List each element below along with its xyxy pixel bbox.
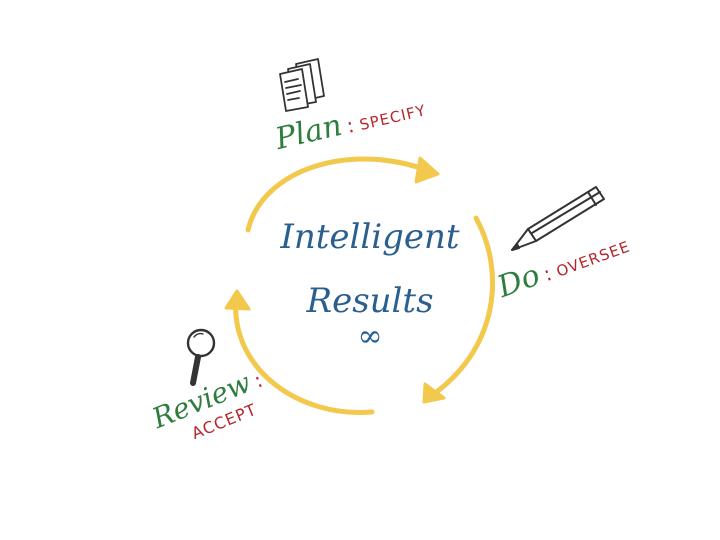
infinity-symbol: ∞ bbox=[357, 319, 383, 354]
cycle-arrow-review-to-plan bbox=[233, 295, 375, 415]
stage-plan-separator: : bbox=[344, 112, 358, 138]
arrowhead-top bbox=[414, 156, 440, 184]
cycle-arrow-plan-to-do bbox=[245, 156, 435, 233]
magnifying-glass-icon bbox=[186, 328, 216, 386]
pencil-icon bbox=[511, 186, 605, 251]
arrowhead-right bbox=[422, 382, 446, 404]
arrowhead-left bbox=[224, 289, 251, 311]
cycle-arrow-do-to-review bbox=[425, 215, 496, 401]
center-title-line1: Intelligent bbox=[280, 217, 460, 257]
documents-icon bbox=[279, 58, 325, 112]
center-title-line2: Results bbox=[306, 281, 434, 321]
